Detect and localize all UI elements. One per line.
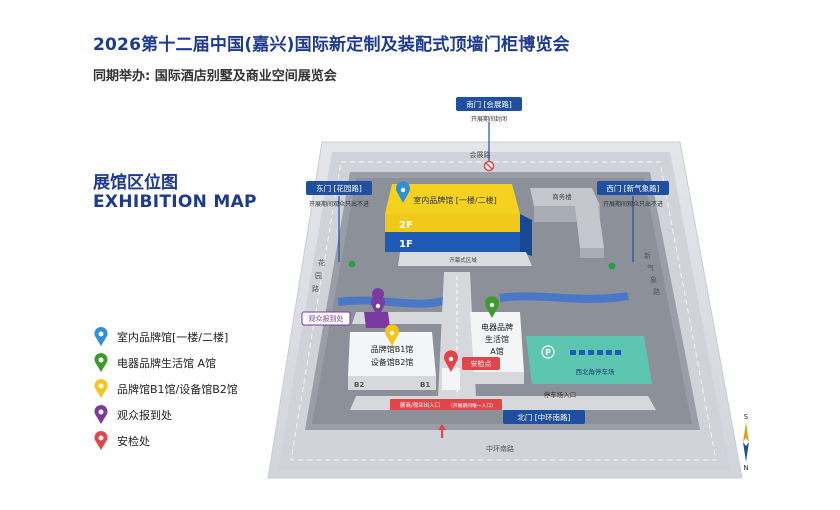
- brand-hall-top: [348, 332, 436, 376]
- road-left-char3: 路: [312, 284, 319, 293]
- south-gate-closed-slash: [485, 162, 493, 170]
- appliance-hall-line1: 电器品牌: [481, 322, 513, 332]
- road-right-char2: 气: [647, 263, 654, 272]
- north-gate-badge[interactable]: [503, 410, 585, 424]
- south-gate-note: 开展期间封闭: [471, 115, 507, 123]
- north-gate-label: 北门 [中环南路]: [517, 412, 570, 422]
- compass-north-arrow-icon: [743, 422, 749, 442]
- business-building-label: 商务楼: [552, 192, 572, 201]
- brand-hall-line2: 设备馆B2馆: [371, 357, 414, 367]
- registration-building: [364, 312, 390, 328]
- opening-area-label: 开幕式区域: [449, 256, 477, 264]
- opening-area: [398, 252, 532, 266]
- east-gate-badge[interactable]: [306, 181, 372, 195]
- parking-icon: [541, 345, 555, 359]
- legend-label: 品牌馆B1馆/设备馆B2馆: [117, 383, 238, 396]
- south-gate-badge[interactable]: [456, 97, 522, 111]
- exhibitor-entrance-bar[interactable]: [390, 399, 502, 410]
- floor-2f-label: 2F: [399, 220, 413, 231]
- parking-label: 西北角停车场: [576, 367, 616, 376]
- east-gate-label: 东门 [花园路]: [316, 183, 362, 193]
- compass-n-label: N: [743, 464, 748, 472]
- west-gate-badge[interactable]: [597, 181, 669, 195]
- map-pin-icon: [94, 431, 108, 450]
- registration-badge[interactable]: [301, 311, 351, 326]
- legend-item-main-hall: 室内品牌馆[一楼/二楼]: [93, 324, 313, 350]
- legend-item-security: 安检处: [93, 428, 313, 454]
- brand-hall-line1: 品牌馆B1馆: [371, 344, 414, 354]
- page-subtitle: 同期举办: 国际酒店别墅及商业空间展览会: [93, 69, 337, 84]
- main-hall-pin-dot: [400, 187, 406, 193]
- legend-item-brand-hall: 品牌馆B1馆/设备馆B2馆: [93, 376, 313, 402]
- main-hall-label: 室内品牌馆 [一楼/二楼]: [413, 195, 496, 205]
- security-booth: [442, 368, 460, 390]
- map-pin-icon: [94, 353, 108, 372]
- legend-label: 电器品牌生活馆 A馆: [117, 357, 217, 370]
- business-annex-front: [580, 248, 604, 258]
- security-badge[interactable]: [462, 357, 500, 370]
- road-bottom-label: 中环南路: [486, 444, 514, 453]
- floor-1f-label: 1F: [399, 239, 413, 250]
- page-title: 2026第十二届中国(嘉兴)国际新定制及装配式顶墙门柜博览会: [93, 35, 570, 55]
- appliance-hall-line2: 生活馆: [485, 334, 509, 344]
- west-gate-note: 开展期间观众只出不进: [603, 200, 663, 208]
- map-heading-cn: 展馆区位图: [93, 173, 178, 193]
- business-annex-top: [575, 206, 604, 248]
- river: [337, 296, 447, 308]
- brand-hall-front: [348, 376, 436, 390]
- east-gate-exit-icon: [348, 260, 356, 268]
- road-left-char2: 园: [315, 272, 322, 280]
- main-hall-floor2: [385, 214, 520, 232]
- appliance-hall-front: [474, 372, 524, 384]
- brand-hall-b1-label: B1: [420, 381, 430, 389]
- registration-pin-dot: [375, 303, 381, 309]
- map-pin-icon: [94, 405, 108, 424]
- east-gate-note: 开展期间观众只出不进: [309, 200, 369, 208]
- main-hall-side: [520, 214, 532, 256]
- security-label: 安检点: [471, 359, 492, 368]
- south-gate-label: 南门 [会展路]: [466, 99, 512, 109]
- parking-entry-label: 停车场入口: [544, 390, 577, 399]
- exhibitor-entrance-note: (开展期间唯一入口): [451, 402, 493, 409]
- map-legend: 室内品牌馆[一楼/二楼] 电器品牌生活馆 A馆 品牌馆B1馆/设备馆B2馆 观众…: [93, 324, 313, 454]
- map-pin-icon: [94, 327, 108, 346]
- map-pin-icon: [94, 379, 108, 398]
- road-top-label: 会展路: [470, 150, 491, 159]
- registration-label: 观众报到处: [309, 314, 344, 323]
- main-hall-floor1: [385, 232, 520, 252]
- business-building-top: [530, 188, 600, 206]
- entrance-arrow-icon: [438, 424, 446, 438]
- legend-item-registration: 观众报到处: [93, 402, 313, 428]
- security-pin-dot: [448, 356, 454, 362]
- main-hall-roof: [385, 184, 520, 214]
- appliance-pin-dot: [489, 302, 495, 308]
- parking-area: [526, 336, 652, 384]
- road-right-char1: 新: [644, 251, 651, 260]
- west-gate-exit-icon: [608, 262, 616, 270]
- road-left-char1: 花: [318, 258, 325, 267]
- legend-item-appliance-hall: 电器品牌生活馆 A馆: [93, 350, 313, 376]
- parked-cars: [570, 350, 621, 355]
- parking-symbol: P: [545, 348, 551, 357]
- appliance-hall-line3: A馆: [490, 346, 503, 356]
- west-gate-label: 西门 [新气象路]: [606, 183, 659, 193]
- compass-south-arrow-icon: [743, 442, 749, 462]
- brand-hall-b2-label: B2: [354, 381, 364, 389]
- road-ring-dashes: [290, 161, 717, 461]
- river-east: [499, 292, 629, 303]
- road-right-char4: 路: [653, 287, 660, 296]
- road-right-char3: 象: [650, 275, 657, 284]
- legend-label: 观众报到处: [117, 409, 172, 422]
- brand-hall-pin-dot: [389, 330, 395, 336]
- exhibitor-entrance-label: 展商/观众出入口: [400, 401, 440, 409]
- registration-pin-icon: [371, 288, 385, 318]
- legend-label: 安检处: [117, 435, 150, 448]
- legend-label: 室内品牌馆[一楼/二楼]: [117, 331, 229, 344]
- map-heading-en: EXHIBITION MAP: [93, 192, 257, 212]
- compass-s-label: S: [744, 413, 749, 421]
